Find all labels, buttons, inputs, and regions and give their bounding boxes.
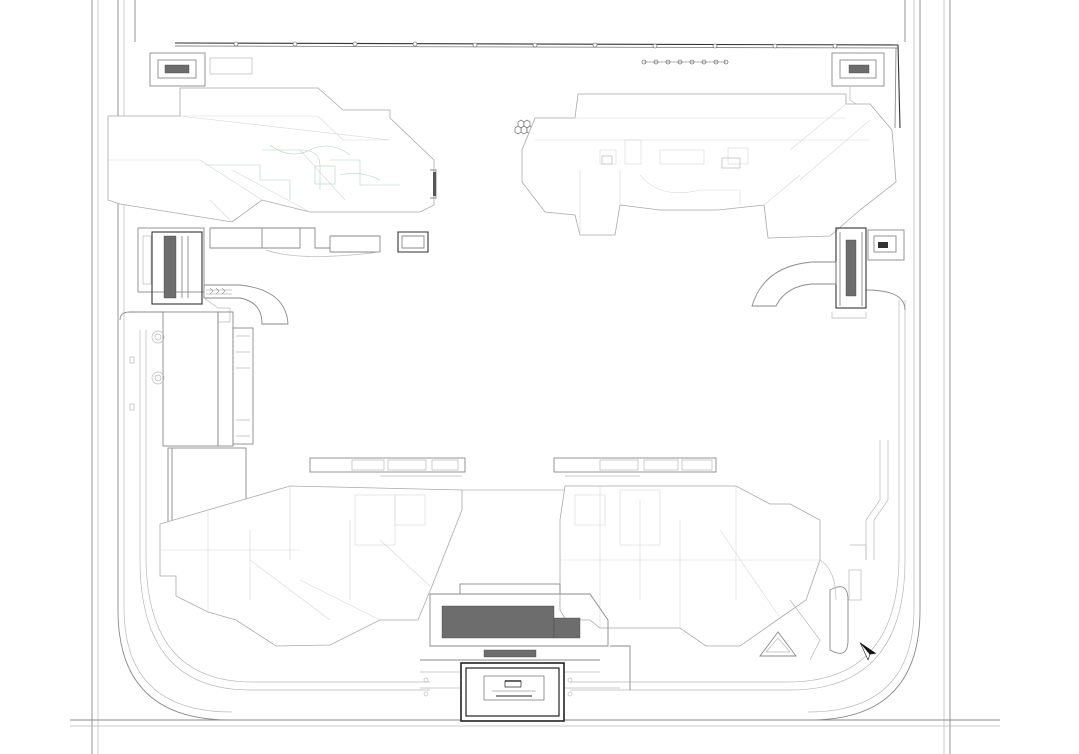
tower-southwest	[159, 485, 463, 647]
west-clubhouse	[129, 311, 254, 525]
south-entrance-canopy	[420, 583, 631, 697]
main-gate	[460, 662, 565, 722]
tower-northwest	[107, 87, 437, 257]
west-garage-ramp	[137, 227, 289, 325]
tower-southeast	[559, 485, 821, 647]
south-podium-rooms	[309, 457, 717, 491]
north-boundary-fence	[174, 41, 901, 129]
bollard-row	[641, 59, 729, 65]
north-arrow-icon	[859, 642, 877, 661]
southeast-landscape	[759, 544, 867, 661]
guard-house-northwest	[149, 52, 253, 87]
east-garage-ramp	[751, 227, 905, 319]
hexagon-pavilion	[514, 119, 534, 135]
tower-northeast	[521, 93, 897, 239]
